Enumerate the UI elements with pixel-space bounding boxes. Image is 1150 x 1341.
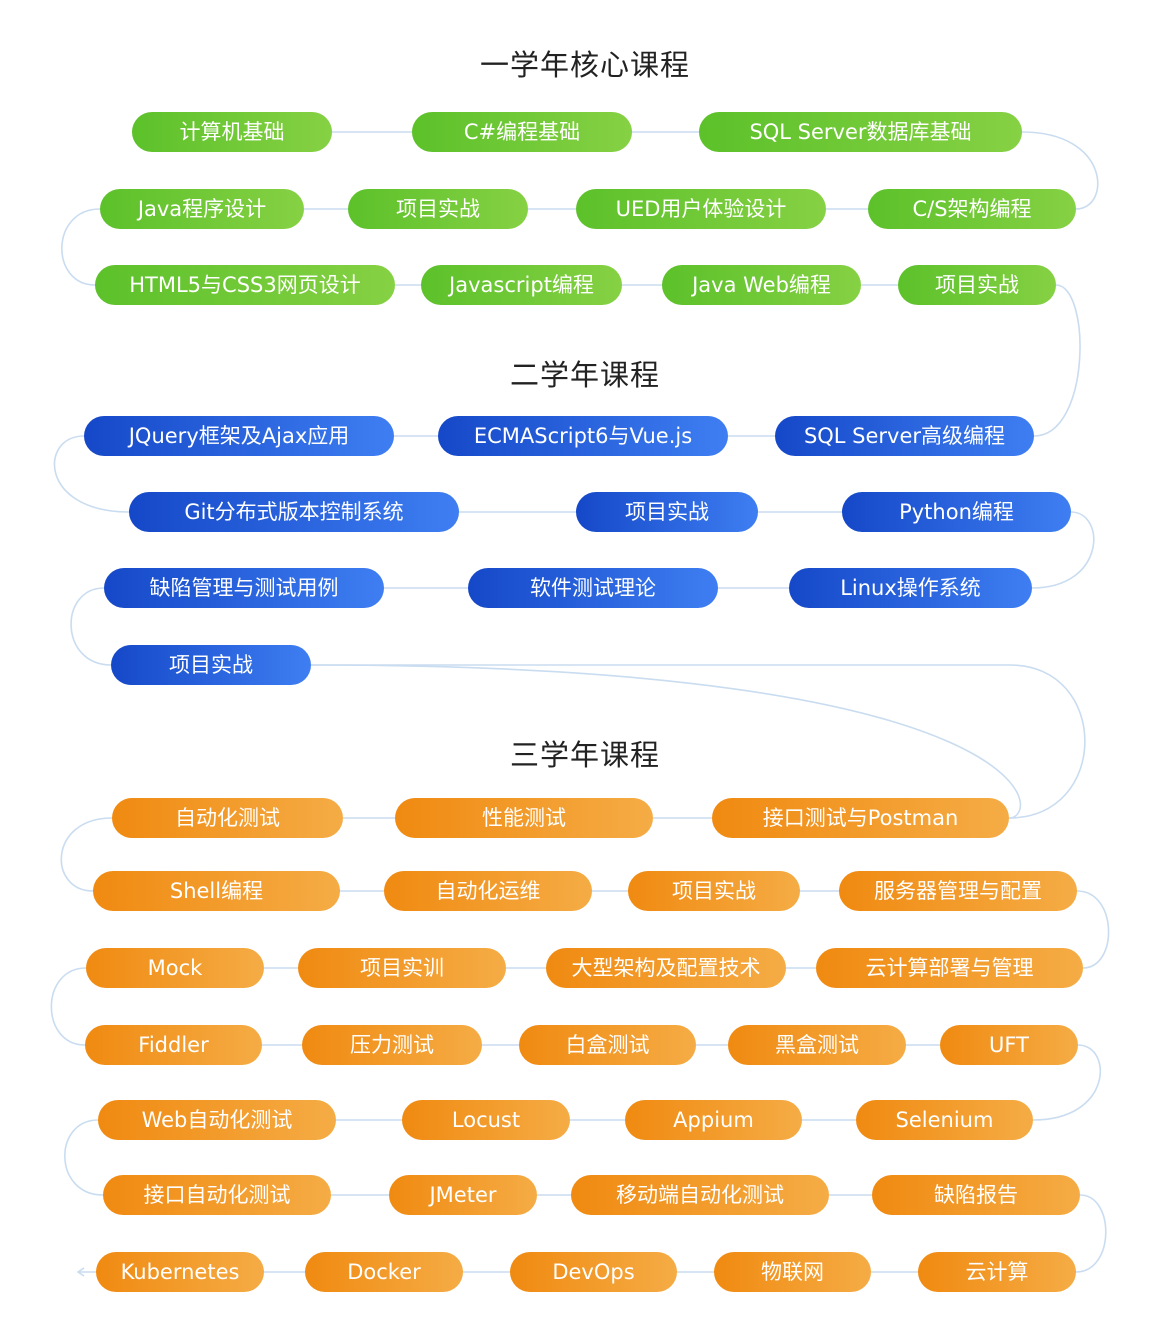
course-pill: 计算机基础 [132,112,332,152]
course-pill: 服务器管理与配置 [839,871,1077,911]
end-arrow-icon [76,1267,85,1277]
course-pill: 压力测试 [302,1025,482,1065]
course-pill: Git分布式版本控制系统 [129,492,459,532]
turn-connector-curve [50,967,87,1046]
course-pill: 缺陷报告 [872,1175,1080,1215]
course-pill: Java程序设计 [100,189,304,229]
turn-connector-curve [70,587,112,666]
course-pill: 自动化运维 [384,871,592,911]
course-pill: Docker [305,1252,463,1292]
course-pill: 大型架构及配置技术 [546,948,786,988]
course-pill: HTML5与CSS3网页设计 [95,265,395,305]
turn-connector-curve [1076,890,1110,969]
course-pill: 云计算部署与管理 [816,948,1083,988]
course-pill: C/S架构编程 [868,189,1076,229]
course-pill: 性能测试 [395,798,653,838]
course-pill: 移动端自动化测试 [571,1175,829,1215]
course-pill: SQL Server数据库基础 [699,112,1022,152]
course-pill: Python编程 [842,492,1071,532]
course-pill: Shell编程 [93,871,340,911]
course-pill: 项目实战 [898,265,1056,305]
course-pill: 云计算 [918,1252,1076,1292]
course-pill: UFT [940,1025,1078,1065]
course-pill: Web自动化测试 [98,1100,336,1140]
turn-connector-curve [61,208,101,286]
section-title-year-3: 三学年课程 [509,738,660,772]
course-pill: C#编程基础 [412,112,632,152]
course-pill: 缺陷管理与测试用例 [104,568,384,608]
section-title-year-1: 一学年核心课程 [479,48,690,82]
turn-connector-curve [1075,1194,1107,1273]
course-pill: 接口测试与Postman [712,798,1009,838]
course-pill: 项目实战 [348,189,528,229]
course-pill: Locust [402,1100,570,1140]
course-pill: Java Web编程 [662,265,861,305]
course-pill: Mock [86,948,264,988]
course-pill: SQL Server高级编程 [775,416,1034,456]
course-pill: Kubernetes [96,1252,264,1292]
course-pill: 物联网 [714,1252,871,1292]
course-pill: 项目实战 [576,492,758,532]
course-pill: 自动化测试 [112,798,343,838]
course-pill: Javascript编程 [421,265,622,305]
course-pill: 白盒测试 [519,1025,696,1065]
course-pill: 项目实训 [298,948,506,988]
turn-connector-curve [64,1119,104,1196]
course-pill: Linux操作系统 [789,568,1032,608]
course-pill: 项目实战 [628,871,800,911]
course-pill: Appium [625,1100,802,1140]
course-pill: Fiddler [85,1025,262,1065]
course-pill: 软件测试理论 [468,568,718,608]
course-pill: 黑盒测试 [728,1025,906,1065]
course-pill: JQuery框架及Ajax应用 [84,416,394,456]
section-title-year-2: 二学年课程 [509,358,660,392]
course-pill: 项目实战 [111,645,311,685]
course-pill: Selenium [856,1100,1033,1140]
course-pill: ECMAScript6与Vue.js [438,416,728,456]
course-pill: DevOps [510,1252,677,1292]
course-pill: UED用户体验设计 [576,189,826,229]
course-pill: JMeter [389,1175,537,1215]
course-pill: 接口自动化测试 [103,1175,331,1215]
